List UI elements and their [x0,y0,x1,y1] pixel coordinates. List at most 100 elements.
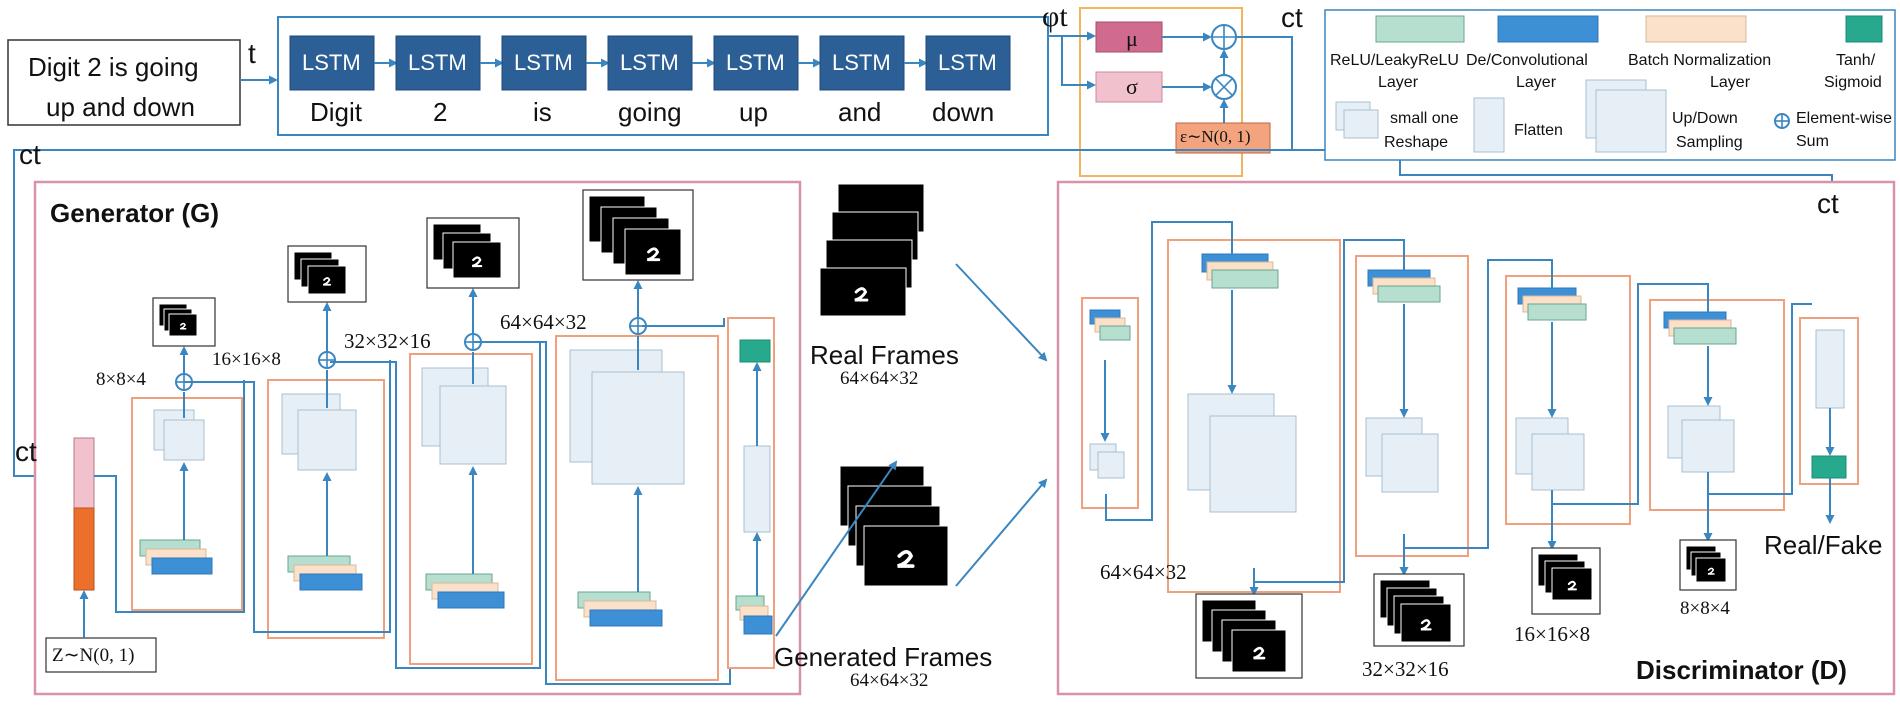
disc-dim-16: 16×16×8 [1514,622,1591,646]
legend-flatten-swatch [1473,97,1505,153]
disc-stage-4-layers-relu [1527,303,1587,321]
real-frames-dim: 64×64×32 [840,368,919,389]
real-fake-label: Real/Fake [1764,530,1883,560]
legend-tanh-line1: Tanh/ [1836,52,1876,69]
gen-conn-z-1 [94,380,245,613]
word-digit: Digit [310,97,363,127]
lstm-label-1: LSTM [302,50,361,75]
gen-dim-32: 32×32×16 [344,329,431,353]
legend-relu-swatch [1375,15,1465,43]
sigma-block [1095,71,1163,103]
mu-label: μ [1126,26,1138,51]
legend-updown-front [1595,89,1667,153]
gen-stage-1-thumb-frame-3 [168,313,198,337]
ct-label-top: ct [1281,2,1303,33]
mul-node-b [1215,78,1233,96]
lstm-block-1 [289,35,375,91]
disc-stage-5-layers-relu [1673,327,1737,345]
word-down: down [932,97,995,127]
z-label: Z∼N(0, 1) [52,645,135,666]
phi-t-label: φt [1042,0,1068,33]
lstm-block-2 [395,35,481,91]
disc-thumb-32-frame-4 [1400,603,1452,643]
word-going: going [618,97,682,127]
generated-frames-dim: 64×64×32 [850,670,929,691]
disc-stage-3-box [1355,255,1469,557]
disc-thumb-32-digit-glyph [1420,619,1432,631]
legend-sum-line2: Sum [1796,133,1829,150]
legend-updown-line2: Sampling [1676,134,1743,151]
input-text-line1: Digit 2 is going [28,52,199,82]
legend-reshape-front [1343,109,1379,139]
word-is: is [533,97,552,127]
legend-tanh-line2: Sigmoid [1824,74,1882,91]
disc-stage-5-planes-front [1681,419,1735,473]
legend-deconv-line2: Layer [1516,74,1557,91]
gen-stage-3-planes-front [439,385,507,465]
disc-conn-1-2 [1105,221,1233,521]
real-frames-label: Real Frames [810,340,959,370]
legend-bn-line1: Batch Normalization [1628,52,1772,69]
gen-stage-1-thumb-digit-glyph [179,322,187,330]
generator-title: Generator (G) [50,198,220,228]
input-text-box [7,39,241,126]
gen-stage-4-layers-deconv [589,609,663,627]
z-vector-top [73,437,95,509]
gen-dim-64: 64×64×32 [500,310,587,334]
lstm-block-3 [501,35,587,91]
real-frames-frame-4 [819,267,907,317]
word-up: up [739,97,768,127]
legend-reshape-line2: Reshape [1384,134,1449,151]
disc-stage-2-planes-front [1209,415,1297,513]
ct-label-gen: ct [15,436,37,467]
legend-relu-line1: ReLU/LeakyReLU [1330,52,1459,69]
gen-stage-2-layers-deconv [299,573,363,591]
generated-frames-digit-glyph [897,549,915,568]
lstm-label-5: LSTM [726,50,785,75]
disc-dim-64: 64×64×32 [1100,560,1187,584]
gen-stage-3-layers-deconv [437,591,505,609]
disc-thumb-64-frame-4 [1231,629,1287,673]
gen-final-deconv [743,615,773,635]
lstm-block-4 [607,35,693,91]
legend-flatten: Flatten [1514,122,1563,139]
lstm-label-2: LSTM [408,50,467,75]
disc-stage-3-planes-front [1381,433,1439,493]
real-to-disc [955,263,1048,362]
disc-thumb-8-digit-glyph [1707,567,1715,575]
input-text-line2: up and down [46,92,195,122]
discriminator-title: Discriminator (D) [1636,655,1847,685]
disc-thumb-16-frame-3 [1551,567,1593,601]
gen-stage-3-thumb-frame-3 [452,241,502,279]
legend-reshape-line1: small one [1390,110,1459,127]
lstm-block-6 [819,35,905,91]
disc-conn-4-5 [1551,283,1709,505]
legend-deconv-line1: De/Convolutional [1466,52,1588,69]
gen-dim-16: 16×16×8 [212,349,281,370]
disc-dim-8: 8×8×4 [1680,598,1730,619]
disc-stage-2-layers-relu [1211,269,1279,289]
t-label: t [248,38,256,69]
gen-stage-2-thumb-digit-glyph [322,277,332,286]
gen-conn-1-2 [184,360,391,633]
legend-sum-line1: Element-wise [1796,110,1893,127]
gen-stage-4-planes-front [591,371,685,485]
gen-stage-2-planes-front [297,409,357,471]
lstm-label-4: LSTM [620,50,679,75]
disc-dim-32: 32×32×16 [1362,657,1449,681]
gen-stage-2-thumb-frame-3 [307,265,347,295]
generated-frames-label: Generated Frames [774,642,993,672]
disc-stage-3-layers-relu [1377,285,1441,303]
ct-label-left: ct [19,139,41,170]
disc-stage-4-planes-front [1531,433,1585,491]
disc-thumb-8-frame-3 [1695,557,1727,583]
legend-updown-line1: Up/Down [1672,110,1738,127]
phi-to-sigma [1061,36,1096,90]
z-vector-bottom [73,507,95,591]
gen-flatten-layer [743,445,771,533]
real-frames-digit-glyph [854,287,869,302]
gen-stage-4-thumb-frame-4 [624,228,682,276]
gen-conn-2-3 [330,342,541,669]
